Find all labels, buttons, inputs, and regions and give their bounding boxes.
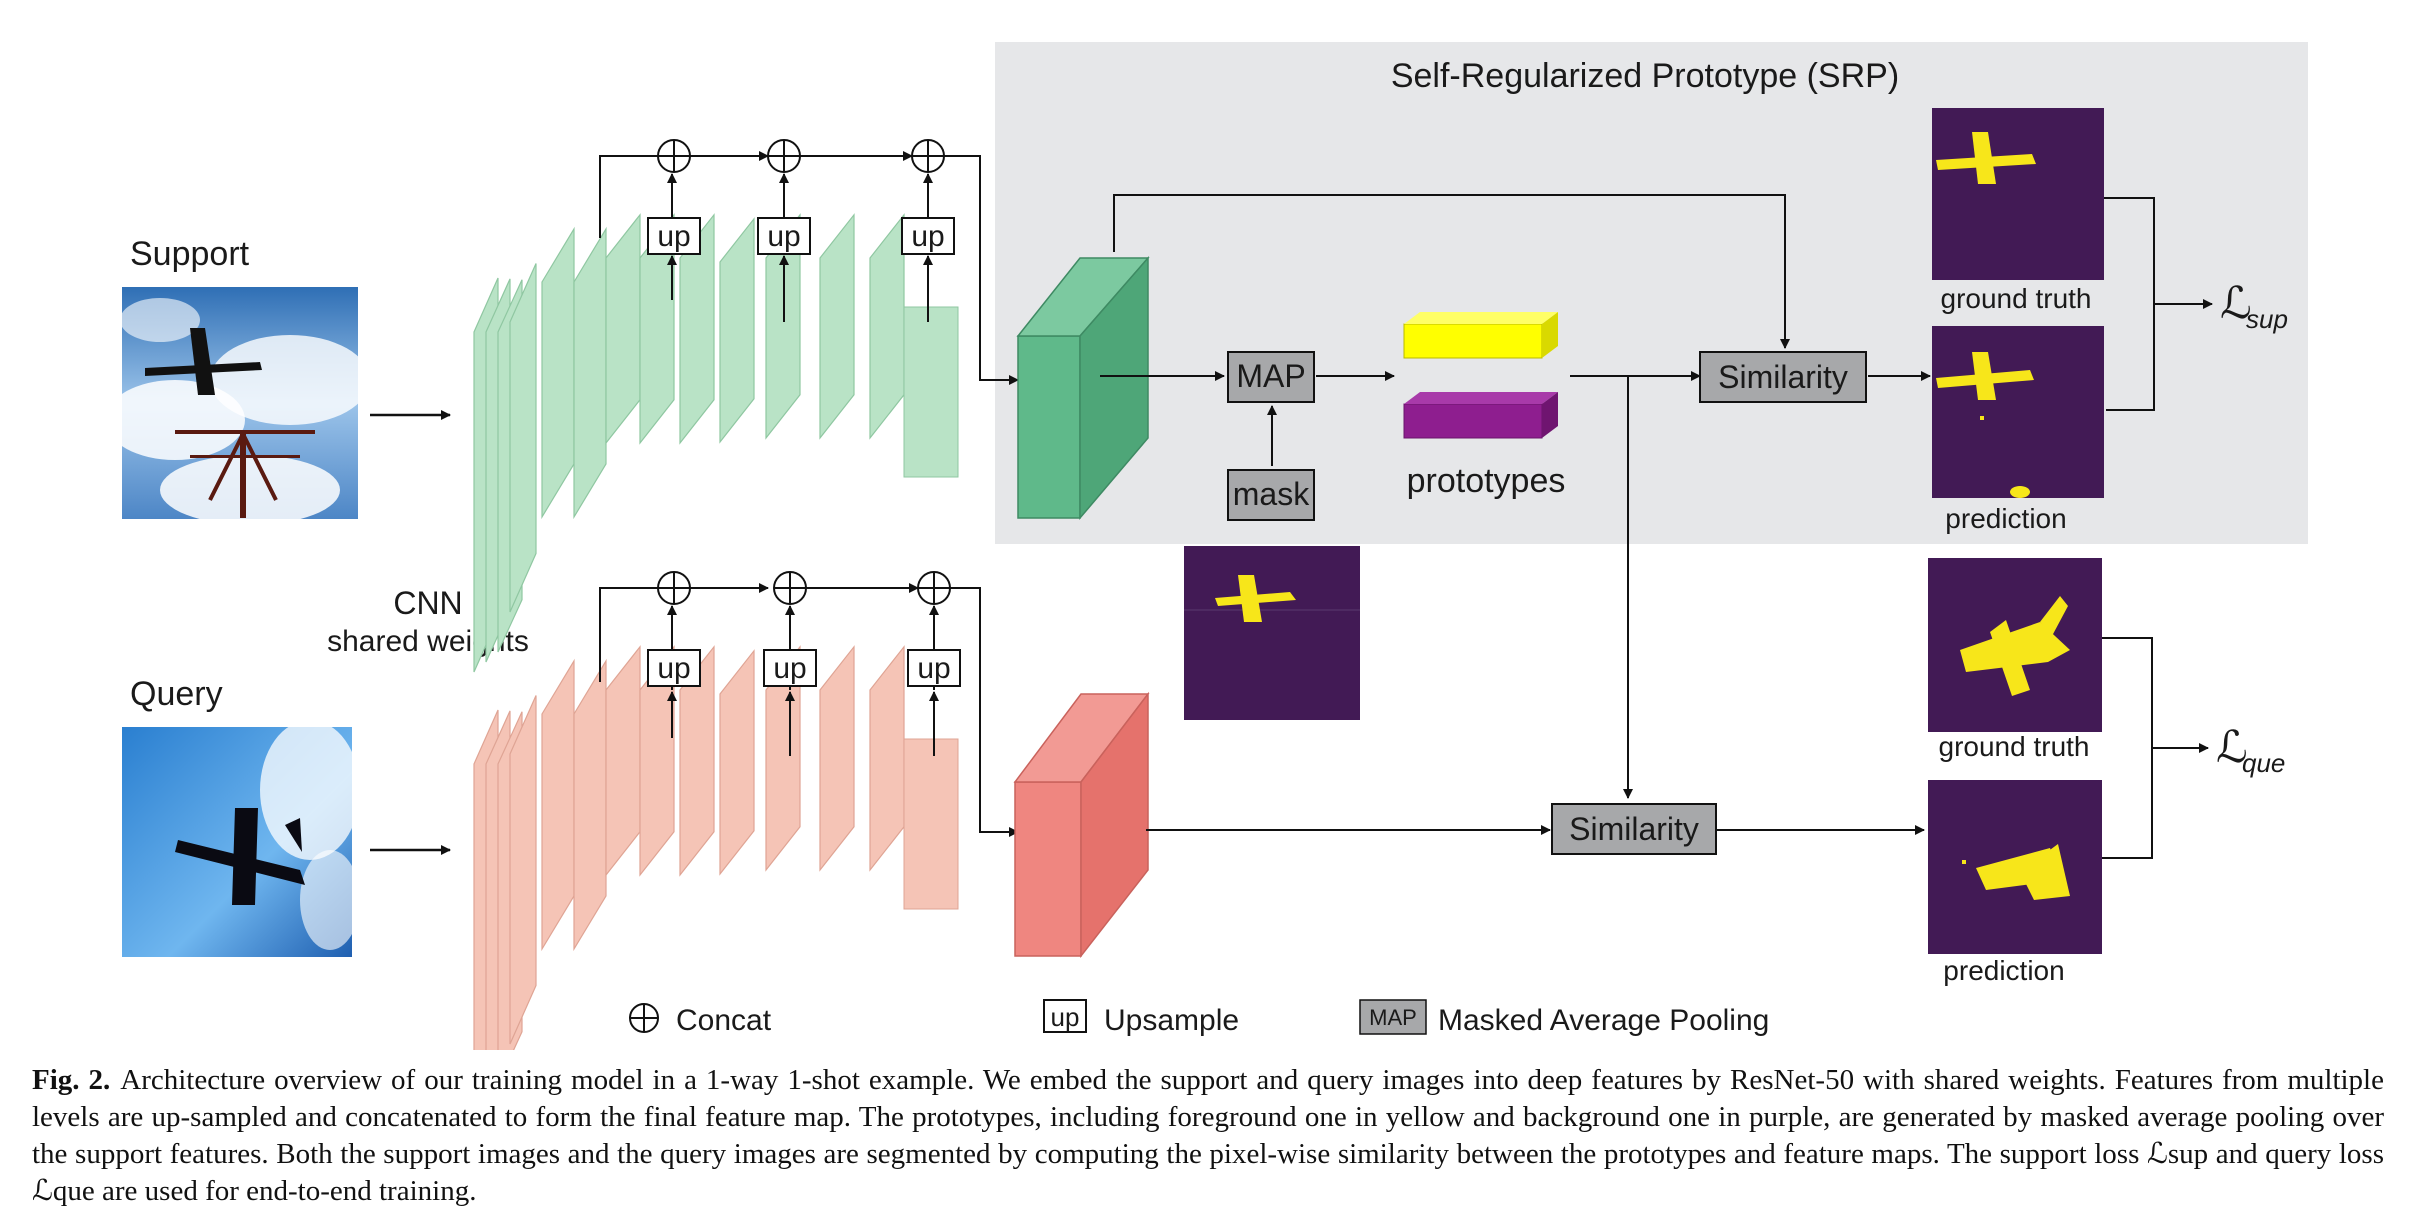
concat-node [911, 139, 945, 173]
support-mask-image [1184, 546, 1360, 720]
query-cnn-stack [473, 645, 959, 1050]
svg-text:ℒ: ℒ [2220, 279, 2252, 328]
legend-map: Masked Average Pooling [1438, 1004, 1769, 1037]
legend-upsample: Upsample [1104, 1004, 1239, 1037]
svg-text:up: up [911, 220, 944, 253]
cnn-layer [509, 263, 537, 613]
cnn-layer [573, 658, 607, 952]
cnn-layer [719, 217, 755, 444]
upsample-box: up [901, 217, 955, 255]
similarity-box-support: Similarity [1699, 351, 1867, 403]
prototype-background [1403, 392, 1558, 439]
svg-text:MAP: MAP [1236, 358, 1305, 394]
svg-text:MAP: MAP [1369, 1005, 1417, 1030]
concat-node [917, 571, 951, 605]
cnn-layer [719, 649, 755, 876]
query-ground-truth-label: ground truth [1939, 731, 2090, 762]
svg-text:up: up [657, 220, 690, 253]
mask-box: mask [1227, 469, 1315, 521]
support-prediction-mask [1932, 326, 2104, 498]
caption-text: Architecture overview of our training mo… [32, 1064, 2384, 1207]
prototypes-label: prototypes [1407, 462, 1566, 500]
query-prediction-label: prediction [1943, 955, 2064, 986]
upsample-box: up [647, 649, 701, 687]
legend-concat: Concat [676, 1004, 772, 1037]
svg-text:que: que [2242, 748, 2285, 778]
cnn-layer [605, 213, 641, 445]
query-feature-map [1013, 691, 1150, 959]
svg-text:Similarity: Similarity [1569, 811, 1699, 847]
cnn-layer [541, 658, 575, 952]
srp-title: Self-Regularized Prototype (SRP) [1391, 57, 1899, 95]
concat-node [657, 571, 691, 605]
support-ground-truth-label: ground truth [1941, 283, 2092, 314]
cnn-layer [679, 213, 715, 445]
support-skip-connections [599, 151, 1019, 385]
legend: Concat up Upsample MAP Masked Average Po… [629, 999, 1769, 1037]
svg-text:Similarity: Similarity [1718, 359, 1848, 395]
svg-text:sup: sup [2246, 304, 2288, 334]
concat-legend-icon [629, 1003, 659, 1033]
query-ground-truth-mask [1928, 558, 2102, 732]
cnn-layer [819, 645, 855, 872]
concat-node [657, 139, 691, 173]
support-cnn-stack [473, 213, 959, 673]
cnn-layer [903, 738, 959, 910]
support-prediction-label: prediction [1945, 503, 2066, 534]
srp-region [995, 42, 2308, 544]
query-label: Query [130, 675, 223, 713]
support-image [105, 287, 370, 525]
cnn-layer [869, 213, 905, 440]
upsample-box: up [763, 649, 817, 687]
cnn-layer [573, 226, 607, 520]
svg-text:ℒ: ℒ [2216, 723, 2248, 772]
svg-text:up: up [917, 652, 950, 685]
cnn-layer [509, 695, 537, 1045]
support-feature-map [1016, 255, 1150, 521]
support-ground-truth-mask [1932, 108, 2104, 280]
support-label: Support [130, 235, 250, 273]
map-box: MAP [1227, 351, 1315, 403]
loss-sup: ℒ sup [2220, 279, 2288, 334]
similarity-box-query: Similarity [1551, 803, 1717, 855]
concat-node [773, 571, 807, 605]
upsample-box: up [647, 217, 701, 255]
upsample-box: up [907, 649, 961, 687]
cnn-label: CNN [393, 585, 462, 621]
cnn-layer [605, 645, 641, 877]
loss-que: ℒ que [2216, 723, 2285, 778]
prototype-foreground [1403, 312, 1558, 359]
cnn-layer [679, 645, 715, 877]
query-image [122, 720, 360, 957]
cnn-layer [869, 645, 905, 872]
upsample-box: up [757, 217, 811, 255]
query-prediction-mask [1928, 780, 2102, 954]
map-legend-icon: MAP [1359, 999, 1427, 1035]
svg-text:up: up [773, 652, 806, 685]
cnn-layer [819, 213, 855, 440]
figure-label: Fig. 2. [32, 1064, 111, 1096]
upsample-legend-icon: up [1043, 999, 1087, 1033]
svg-text:up: up [767, 220, 800, 253]
cnn-layer [903, 306, 959, 478]
figure-caption: Fig. 2.Architecture overview of our trai… [32, 1062, 2384, 1210]
svg-text:up: up [657, 652, 690, 685]
concat-node [767, 139, 801, 173]
cnn-layer [541, 226, 575, 520]
architecture-diagram: Self-Regularized Prototype (SRP) Support… [105, 42, 2308, 1050]
svg-text:mask: mask [1233, 476, 1310, 512]
svg-text:up: up [1051, 1002, 1080, 1032]
